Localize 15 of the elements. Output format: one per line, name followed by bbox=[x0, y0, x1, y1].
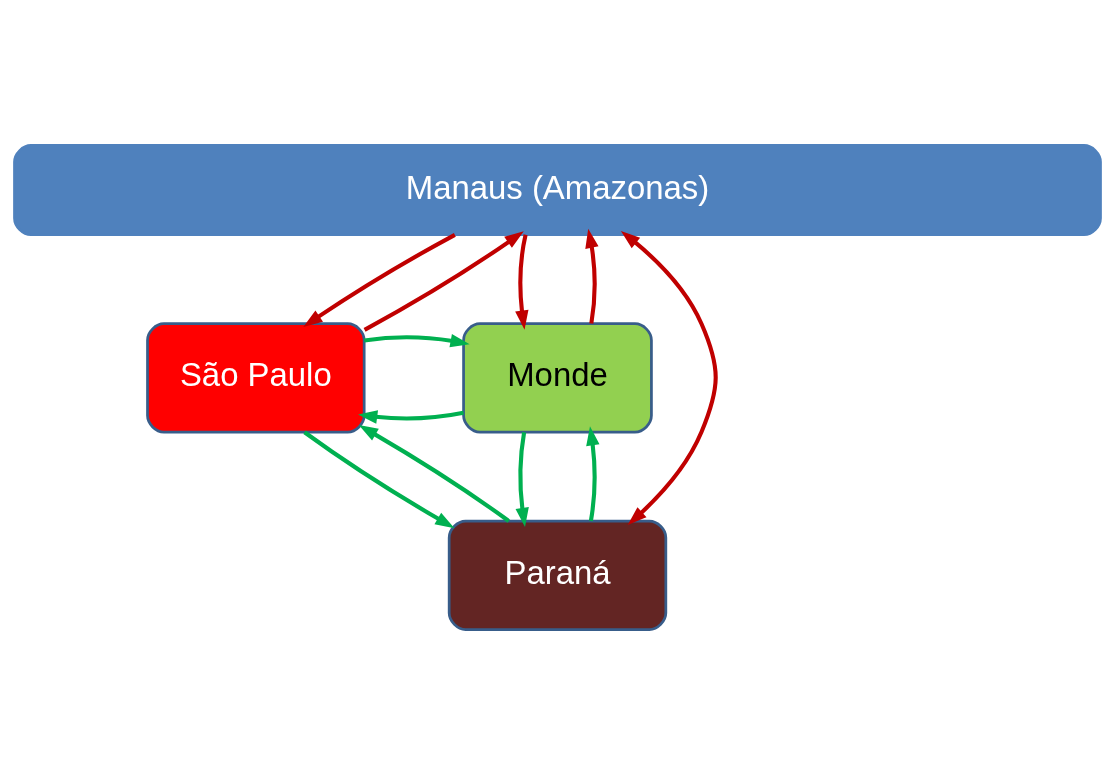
arrow bbox=[515, 431, 529, 527]
arrow bbox=[303, 232, 456, 327]
arrow bbox=[586, 425, 600, 521]
arrow bbox=[358, 424, 510, 523]
arrow bbox=[358, 409, 464, 424]
arrow bbox=[515, 233, 529, 330]
node-box: Paraná bbox=[447, 519, 668, 631]
node-box: São Paulo bbox=[146, 321, 366, 433]
arrow bbox=[303, 430, 455, 528]
node-box: Manaus (Amazonas) bbox=[13, 143, 1102, 236]
arrow bbox=[585, 228, 599, 324]
arrow bbox=[363, 230, 524, 332]
node-box: Monde bbox=[462, 321, 653, 433]
arrow bbox=[620, 230, 718, 525]
arrow bbox=[363, 333, 470, 347]
